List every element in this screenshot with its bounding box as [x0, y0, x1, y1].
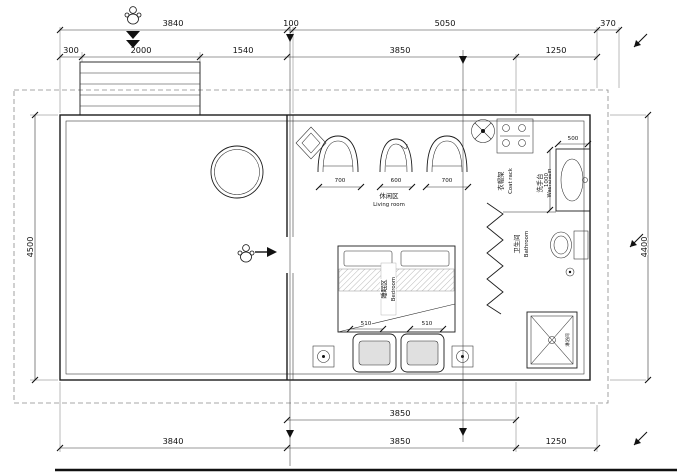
arc-chair-1: [317, 135, 359, 173]
dim-basin-1000: 1000: [544, 172, 550, 187]
washbasin-label-zh: 洗手台: [535, 173, 544, 192]
pillow-left: [343, 250, 393, 267]
dim-left: 4500: [24, 111, 39, 384]
dim-chairs: 700 600 700: [315, 177, 472, 191]
dim-row-top-2: 300 2000 1540 3850 1250: [56, 44, 601, 61]
entry-steps: [79, 61, 201, 116]
living-room-label-zh: 休闲区: [379, 191, 399, 200]
section-lines: [286, 25, 467, 466]
entry-arrow-right-icon: [255, 247, 277, 257]
dim-seat-510b: 510: [422, 321, 433, 327]
seat-chair-left: [352, 333, 397, 373]
bathroom-label-zh: 卫生间: [512, 234, 521, 253]
bathroom-label: 卫生间 Bathroom: [511, 230, 531, 258]
dim-seats: 510 510: [346, 320, 447, 333]
bed: 睡眠区 Bedroom: [337, 245, 456, 333]
coat-rack-label: 衣帽架 Coat rack: [495, 166, 515, 195]
site-boundary: [13, 89, 609, 404]
ceiling-fan-icon: [471, 119, 495, 143]
blanket-hatch: [338, 268, 455, 292]
dim-5050-top: 5050: [435, 18, 456, 28]
dim-3850-top: 3850: [390, 45, 411, 55]
section-marker-icon: [459, 428, 467, 436]
dim-row-bottom-1: 3850: [283, 407, 520, 424]
arc-chair-3: [426, 135, 468, 173]
bathroom: 淋浴间: [486, 202, 589, 369]
coat-rack-label-en: Coat rack: [508, 167, 514, 194]
dim-3840-bottom: 3840: [163, 436, 184, 446]
person-icon-top: [124, 6, 142, 25]
arc-chair-2: [379, 138, 413, 173]
dim-chair-600: 600: [391, 178, 402, 184]
bedroom-label-zh: 睡眠区: [380, 279, 388, 299]
side-speaker-right: [451, 345, 474, 368]
dim-chair-700a: 700: [335, 178, 346, 184]
dim-1540: 1540: [233, 45, 254, 55]
extension-lines: [30, 27, 646, 452]
building-walls: [59, 61, 591, 381]
dim-4500-left: 4500: [25, 237, 35, 258]
folding-partition: [486, 202, 504, 315]
coat-rack: [496, 118, 534, 154]
dim-washbasin: 500 1000: [543, 135, 592, 214]
shower-label-zh: 淋浴间: [564, 333, 571, 346]
dim-1250-bottom: 1250: [546, 436, 567, 446]
dim-370-top: 370: [600, 18, 616, 28]
person-icon-door: [237, 244, 255, 263]
section-marker-icon: [286, 430, 294, 438]
bedroom-label-en: Bedroom: [391, 277, 397, 301]
dim-basin-500: 500: [568, 136, 579, 142]
dim-right: 4400: [638, 111, 652, 384]
entry-arrow-down-icon: [126, 31, 140, 48]
washbasin: [555, 148, 591, 212]
dim-300: 300: [63, 45, 79, 55]
side-speaker-left: [312, 345, 335, 368]
shower: 淋浴间: [526, 311, 578, 369]
dim-chair-700b: 700: [442, 178, 453, 184]
toilet: [550, 230, 589, 260]
bedroom-label: 睡眠区 Bedroom: [379, 276, 398, 302]
dim-4400-right: 4400: [639, 237, 649, 258]
living-room-label: 休闲区 Living room: [372, 190, 406, 209]
floor-drain: [565, 267, 575, 277]
dim-3840-top: 3840: [163, 18, 184, 28]
dim-seat-510a: 510: [361, 321, 372, 327]
dim-2000: 2000: [131, 45, 152, 55]
seat-chair-right: [400, 333, 445, 373]
living-room-label-en: Living room: [373, 202, 405, 208]
bathroom-label-en: Bathroom: [524, 231, 530, 257]
section-marker-icon: [286, 34, 294, 42]
dim-3850-bottom: 3850: [390, 436, 411, 446]
pillow-right: [400, 250, 450, 267]
dim-100-top: 100: [283, 18, 299, 28]
dim-row-top-1: 3840 100 5050 370: [56, 17, 623, 34]
round-table: [210, 145, 264, 199]
coat-rack-label-zh: 衣帽架: [496, 171, 505, 191]
decor-diamond: [295, 126, 327, 160]
dim-3850-mid: 3850: [390, 408, 411, 418]
dim-row-bottom-2: 3840 3850 1250: [56, 435, 601, 452]
pen-marker-icon-bottom: [633, 431, 648, 446]
section-marker-icon: [459, 56, 467, 64]
dim-1250-top: 1250: [546, 45, 567, 55]
pen-marker-icon-top: [633, 33, 648, 48]
